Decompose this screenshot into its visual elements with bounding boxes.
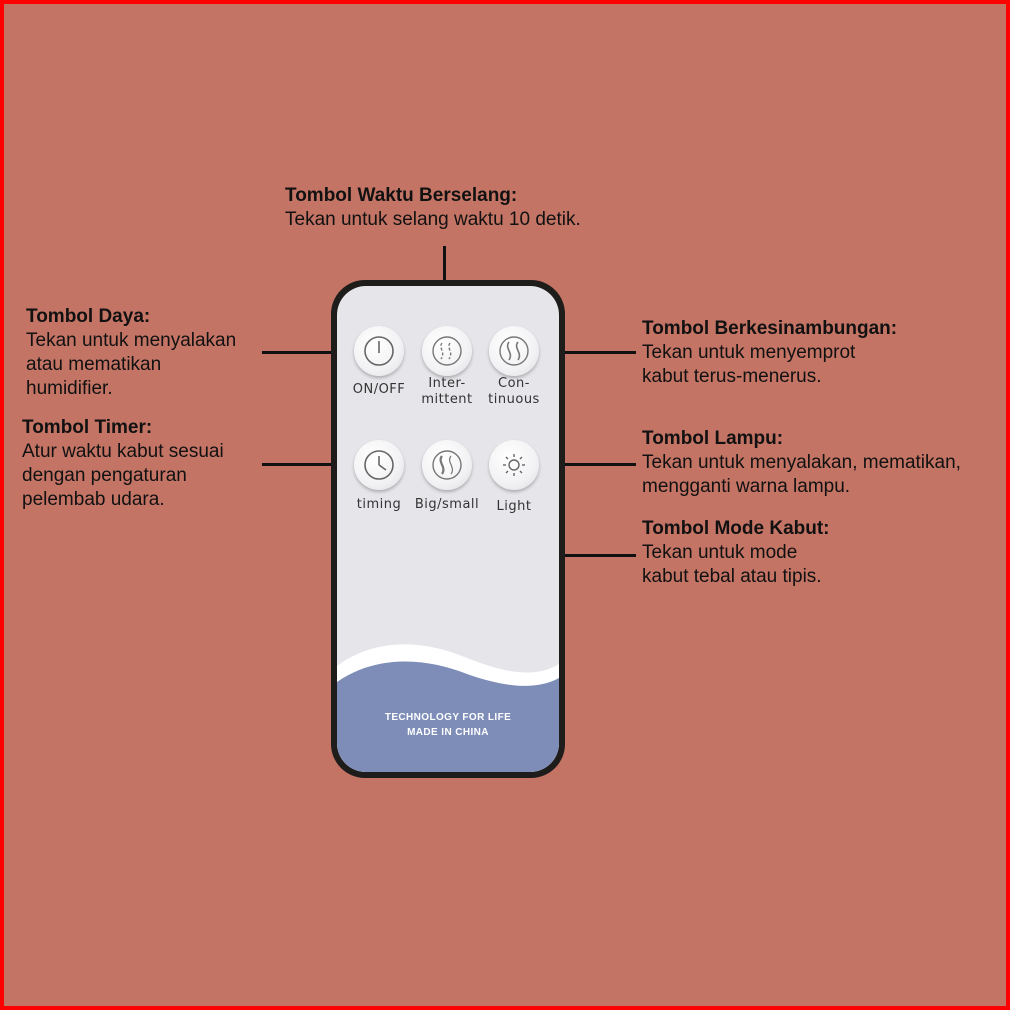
annotation-timer: Tombol Timer: Atur waktu kabut sesuai de… <box>22 416 224 512</box>
annotation-mist-mode: Tombol Mode Kabut: Tekan untuk mode kabu… <box>642 517 830 589</box>
annotation-mist-mode-desc-1: Tekan untuk mode <box>642 542 798 563</box>
annotation-light-desc-1: Tekan untuk menyalakan, mematikan, <box>642 452 961 473</box>
annotation-continuous-desc-2: kabut terus-menerus. <box>642 366 822 387</box>
annotation-timer-desc-1: Atur waktu kabut sesuai <box>22 441 224 462</box>
annotation-light-title: Tombol Lampu: <box>642 428 784 449</box>
annotation-continuous: Tombol Berkesinambungan: Tekan untuk men… <box>642 317 897 389</box>
continuous-button[interactable] <box>489 326 539 376</box>
timing-button[interactable] <box>354 440 404 490</box>
power-button-label: ON/OFF <box>352 382 406 397</box>
brand-line-2: MADE IN CHINA <box>407 727 489 738</box>
annotation-light: Tombol Lampu: Tekan untuk menyalakan, me… <box>642 427 961 499</box>
annotation-continuous-desc-1: Tekan untuk menyemprot <box>642 342 856 363</box>
remote-face-wave <box>337 644 559 772</box>
leader-line-continuous <box>538 351 636 354</box>
remote-face: ON/OFF Inter- mittent Con- tinuous <box>337 286 559 772</box>
big-small-button-label: Big/small <box>414 497 480 512</box>
annotation-power-desc-1: Tekan untuk menyalakan <box>26 330 237 351</box>
timing-button-label: timing <box>356 497 402 512</box>
intermittent-mist-icon <box>432 336 462 366</box>
power-icon <box>364 336 394 366</box>
annotation-light-desc-2: mengganti warna lampu. <box>642 476 851 497</box>
annotation-interval: Tombol Waktu Berselang: Tekan untuk sela… <box>285 184 581 232</box>
annotation-interval-desc: Tekan untuk selang waktu 10 detik. <box>285 209 581 230</box>
leader-line-timer <box>262 463 356 466</box>
annotation-timer-title: Tombol Timer: <box>22 417 153 438</box>
light-button[interactable] <box>489 440 539 490</box>
continuous-button-label: Con- tinuous <box>488 376 540 407</box>
intermittent-button-label: Inter- mittent <box>421 376 473 407</box>
remote-control: ON/OFF Inter- mittent Con- tinuous <box>331 280 565 778</box>
annotation-power-desc-3: humidifier. <box>26 378 113 399</box>
annotation-mist-mode-title: Tombol Mode Kabut: <box>642 518 830 539</box>
brand-line-1: TECHNOLOGY FOR LIFE <box>384 712 512 723</box>
annotation-power-desc-2: atau mematikan <box>26 354 162 375</box>
intermittent-button[interactable] <box>422 326 472 376</box>
annotation-interval-title: Tombol Waktu Berselang: <box>285 185 518 206</box>
leader-line-power <box>262 351 354 354</box>
annotation-continuous-title: Tombol Berkesinambungan: <box>642 318 898 339</box>
mist-size-icon <box>432 450 462 480</box>
annotation-power: Tombol Daya: Tekan untuk menyalakan atau… <box>26 305 236 401</box>
annotation-mist-mode-desc-2: kabut tebal atau tipis. <box>642 566 822 587</box>
clock-icon <box>364 450 394 480</box>
annotation-power-title: Tombol Daya: <box>26 306 151 327</box>
light-button-label: Light <box>496 499 532 514</box>
annotation-timer-desc-2: dengan pengaturan <box>22 465 187 486</box>
continuous-mist-icon <box>499 336 529 366</box>
sun-icon <box>503 454 525 476</box>
big-small-button[interactable] <box>422 440 472 490</box>
leader-line-light <box>538 463 636 466</box>
annotation-timer-desc-3: pelembab udara. <box>22 489 165 510</box>
power-button[interactable] <box>354 326 404 376</box>
